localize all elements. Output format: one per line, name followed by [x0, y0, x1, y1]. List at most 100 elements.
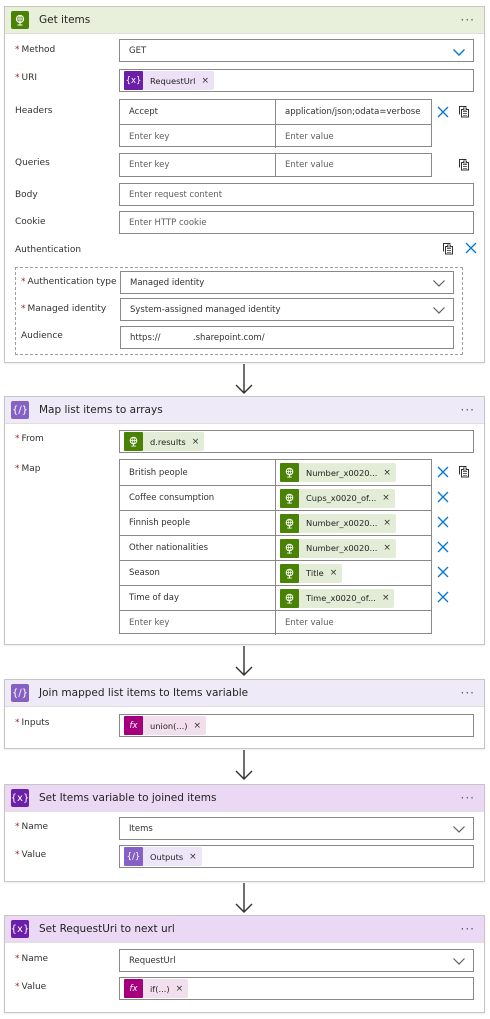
table-row: Enter key Enter value	[120, 154, 431, 176]
from-field[interactable]: d.results ×	[119, 430, 474, 453]
more-options-icon[interactable]: ···	[460, 686, 475, 700]
map-key-input[interactable]: Finnish people	[120, 511, 276, 535]
header-value-input[interactable]: application/json;odata=verbose	[285, 107, 421, 117]
remove-token-icon[interactable]: ×	[201, 75, 210, 86]
close-icon[interactable]	[436, 540, 450, 554]
auth-type-label: *Authentication type	[21, 277, 117, 287]
more-options-icon[interactable]: ···	[460, 922, 475, 936]
body-label: Body	[15, 190, 38, 200]
header-value-input[interactable]: Enter value	[285, 131, 334, 142]
managed-identity-select[interactable]: System-assigned managed identity	[120, 298, 454, 321]
close-icon[interactable]	[436, 590, 450, 604]
query-key-input[interactable]: Enter key	[120, 154, 276, 176]
inputs-token[interactable]: fx union(...) ×	[124, 716, 207, 735]
map-key-input[interactable]: Other nationalities	[120, 536, 276, 560]
uri-token[interactable]: {x} RequestUrl ×	[124, 71, 215, 90]
copy-icon[interactable]	[458, 465, 471, 478]
value-token[interactable]: fx if(...) ×	[124, 979, 189, 998]
arrow-down-icon	[234, 750, 254, 782]
map-value-token[interactable]: Title×	[280, 563, 343, 583]
map-key-input[interactable]: British people	[120, 460, 276, 485]
remove-token-icon[interactable]: ×	[329, 568, 338, 578]
value-label: *Value	[15, 850, 47, 860]
uri-label: *URI	[15, 73, 37, 83]
close-icon[interactable]	[436, 465, 450, 479]
copy-icon[interactable]	[458, 105, 471, 118]
card-map-list-items-header[interactable]: {∕} Map list items to arrays ···	[5, 397, 484, 424]
body-input[interactable]: Enter request content	[119, 183, 474, 206]
remove-token-icon[interactable]: ×	[383, 467, 391, 478]
card-title: Set RequestUri to next url	[39, 923, 175, 935]
value-field[interactable]: {∕} Outputs ×	[119, 845, 474, 868]
remove-token-icon[interactable]: ×	[189, 851, 197, 862]
card-set-request-uri-header[interactable]: {x} Set RequestUri to next url ···	[5, 916, 484, 943]
map-value-token[interactable]: Number_x0020...×	[280, 538, 396, 558]
close-icon[interactable]	[436, 105, 450, 119]
map-value-field[interactable]: Time_x0020_of...×	[276, 586, 431, 610]
map-value-token[interactable]: Time_x0020_of...×	[280, 588, 395, 608]
query-value-input[interactable]: Enter value	[285, 160, 334, 170]
map-value-token[interactable]: Cups_x0020_of...×	[280, 488, 395, 508]
globe-icon	[280, 588, 299, 608]
audience-label: Audience	[21, 331, 63, 341]
cookie-input[interactable]: Enter HTTP cookie	[119, 211, 474, 234]
close-icon[interactable]	[436, 515, 450, 529]
remove-token-icon[interactable]: ×	[193, 720, 202, 731]
map-value-field[interactable]: Number_x0020... ×	[276, 460, 431, 485]
map-value-input[interactable]: Enter value	[285, 618, 334, 628]
auth-type-select[interactable]: Managed identity	[120, 271, 454, 294]
remove-token-icon[interactable]: ×	[383, 518, 391, 528]
audience-input[interactable]: https:// .sharepoint.com/	[120, 326, 454, 349]
token-label: Number_x0020...	[306, 467, 378, 478]
name-select[interactable]: RequestUrl	[119, 949, 474, 972]
map-key-input[interactable]: Coffee consumption	[120, 486, 276, 510]
more-options-icon[interactable]: ···	[460, 13, 475, 27]
card-title: Set Items variable to joined items	[39, 792, 217, 804]
map-value-field[interactable]: Title×	[276, 561, 431, 585]
headers-table: Accept application/json;odata=verbose En…	[119, 99, 432, 148]
name-select[interactable]: Items	[119, 817, 474, 840]
chevron-down-icon	[452, 954, 466, 968]
card-set-request-uri: {x} Set RequestUri to next url ··· *Name…	[4, 915, 485, 1013]
card-join-items-header[interactable]: {∕} Join mapped list items to Items vari…	[5, 680, 484, 707]
variable-icon: {x}	[11, 789, 29, 807]
uri-field[interactable]: {x} RequestUrl ×	[119, 69, 474, 92]
card-set-items-header[interactable]: {x} Set Items variable to joined items ·…	[5, 785, 484, 812]
copy-icon[interactable]	[442, 242, 455, 255]
remove-token-icon[interactable]: ×	[382, 493, 390, 503]
map-value-field[interactable]: Cups_x0020_of...×	[276, 486, 431, 510]
map-value-token[interactable]: Number_x0020... ×	[280, 463, 396, 482]
close-icon[interactable]	[464, 241, 478, 255]
map-key-input[interactable]: Enter key	[120, 611, 276, 635]
remove-token-icon[interactable]: ×	[175, 983, 184, 994]
chevron-down-icon	[452, 45, 466, 59]
header-key-input[interactable]: Enter key	[120, 125, 276, 148]
close-icon[interactable]	[436, 565, 450, 579]
map-value-field[interactable]: Number_x0020... ×	[276, 511, 431, 535]
map-value-field[interactable]: Number_x0020...×	[276, 536, 431, 560]
value-token[interactable]: {∕} Outputs ×	[124, 847, 202, 866]
remove-token-icon[interactable]: ×	[381, 593, 390, 603]
value-field[interactable]: fx if(...) ×	[119, 977, 474, 1000]
from-token[interactable]: d.results ×	[124, 432, 205, 451]
remove-token-icon[interactable]: ×	[383, 543, 391, 553]
inputs-field[interactable]: fx union(...) ×	[119, 714, 474, 737]
map-value-token[interactable]: Number_x0020... ×	[280, 513, 396, 533]
copy-icon[interactable]	[458, 158, 471, 171]
remove-token-icon[interactable]: ×	[191, 436, 200, 447]
header-key-input[interactable]: Accept	[120, 100, 276, 124]
method-value: GET	[129, 45, 147, 56]
method-select[interactable]: GET	[119, 39, 474, 62]
more-options-icon[interactable]: ···	[460, 791, 475, 805]
card-get-items-header[interactable]: Get items ···	[5, 7, 484, 34]
more-options-icon[interactable]: ···	[460, 403, 475, 417]
map-key-input[interactable]: Time of day	[120, 586, 276, 610]
close-icon[interactable]	[436, 490, 450, 504]
chevron-down-icon	[452, 822, 466, 836]
token-label: Number_x0020...	[306, 518, 378, 528]
map-key-input[interactable]: Season	[120, 561, 276, 585]
card-title: Map list items to arrays	[39, 404, 163, 416]
map-label: *Map	[15, 464, 41, 474]
